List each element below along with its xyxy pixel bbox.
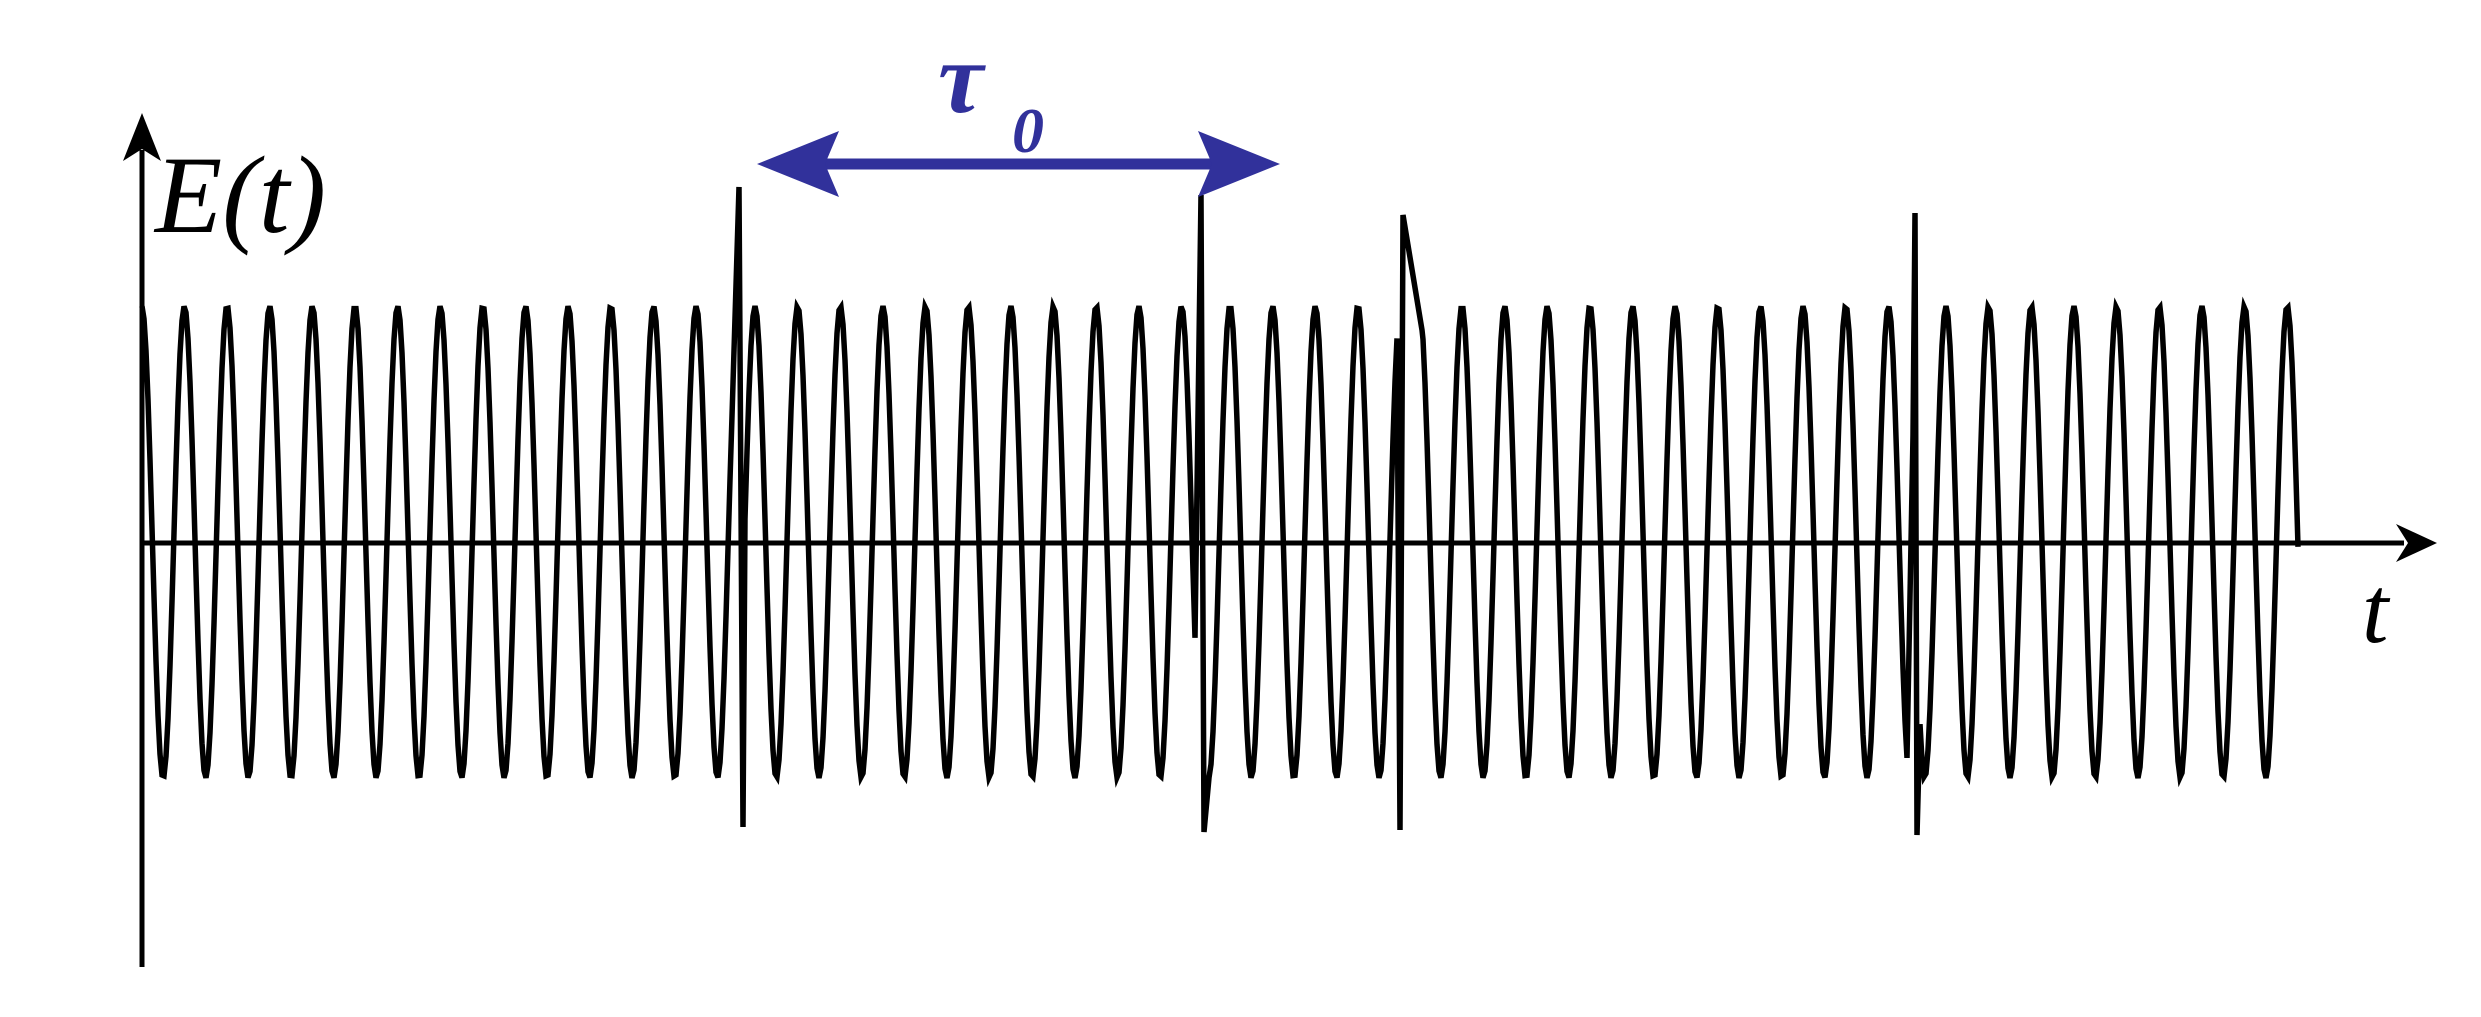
x-axis-label: t xyxy=(2362,557,2391,663)
tau-arrow-right-head-icon xyxy=(1198,131,1280,197)
tau-arrow-left-head-icon xyxy=(757,131,839,197)
x-axis-arrowhead-icon xyxy=(2396,524,2437,562)
tau-subscript-label: 0 xyxy=(1012,95,1044,166)
y-axis-label: E(t) xyxy=(153,134,326,256)
y-axis-arrowhead-icon xyxy=(123,113,161,161)
coherence-time-arrow xyxy=(757,131,1280,197)
tau-label: τ xyxy=(938,22,986,135)
electric-field-waveform xyxy=(139,186,2301,836)
